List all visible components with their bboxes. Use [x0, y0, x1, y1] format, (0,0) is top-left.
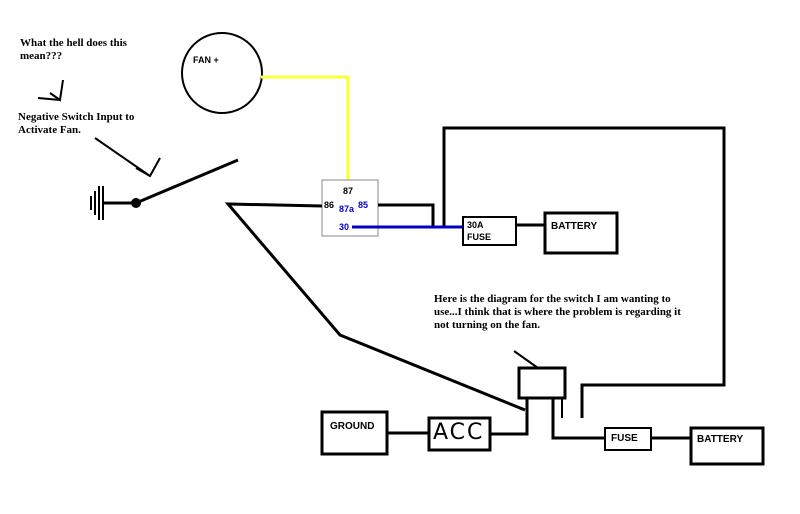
- pin-86: 86: [324, 200, 335, 210]
- ground-box: [320, 410, 389, 456]
- switch-toggle: [513, 350, 539, 369]
- fan-symbol: [181, 32, 263, 114]
- switch-box: [517, 366, 567, 400]
- switch-lever: [135, 158, 239, 205]
- fuse-30a-label-2: FUSE: [467, 232, 492, 242]
- pin86-wire: [224, 202, 526, 412]
- fuse-bottom-label: FUSE: [611, 433, 638, 444]
- note-negative-switch: Negative Switch Input to Activate Fan.: [18, 111, 135, 136]
- arrow-question-head: [49, 79, 64, 102]
- fan-label: FAN +: [193, 55, 219, 65]
- arrow-switch-head: [135, 157, 161, 178]
- battery-bottom-box: [689, 426, 765, 466]
- note-switch-diagram: Here is the diagram for the switch I am …: [434, 293, 681, 331]
- pin-87: 87: [343, 186, 354, 196]
- arrow-question: [37, 97, 61, 101]
- acc-box: [427, 416, 492, 452]
- battery-top-label: BATTERY: [551, 221, 598, 232]
- switch-acc-wire: [490, 398, 529, 436]
- switch-fuse-wire: [551, 398, 605, 440]
- pin-87a: 87a: [339, 204, 355, 214]
- ground-symbol: [90, 186, 133, 220]
- fan-wire: [261, 75, 350, 182]
- loop-wire: [442, 126, 726, 418]
- battery-bottom-label: BATTERY: [697, 434, 744, 445]
- fuse-30a-label-1: 30A: [467, 220, 484, 230]
- fuse-30a-box: [462, 216, 517, 246]
- pin-85: 85: [358, 200, 369, 210]
- acc-label: ACC: [433, 420, 485, 445]
- ground-label: GROUND: [330, 421, 375, 432]
- battery-top-box: [543, 211, 619, 255]
- pin85-wire: [378, 203, 435, 226]
- pin-30: 30: [339, 222, 350, 232]
- note-question: What the hell does this mean???: [20, 37, 127, 62]
